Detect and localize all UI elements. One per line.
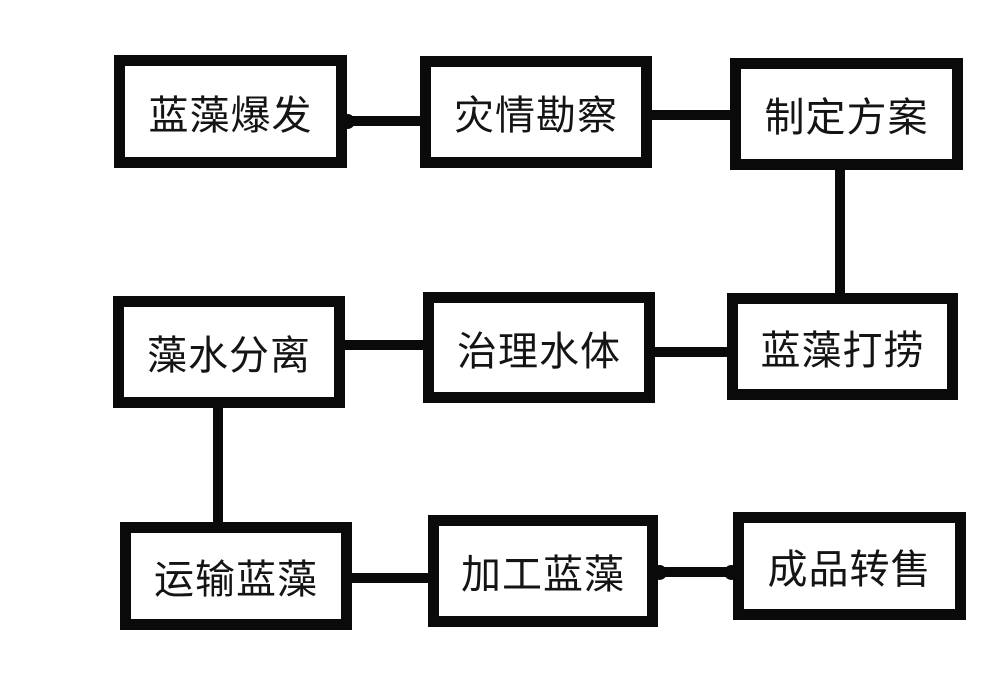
node-disaster-survey: 灾情勘察 — [420, 56, 652, 168]
node-label: 治理水体 — [457, 329, 621, 374]
node-label: 成品转售 — [767, 548, 932, 592]
edge-outbreak-to-survey — [340, 113, 422, 129]
node-resell-products: 成品转售 — [733, 512, 966, 620]
node-label: 蓝藻打捞 — [760, 328, 925, 373]
node-algae-water-separation: 藻水分离 — [113, 296, 345, 408]
node-algae-salvage: 蓝藻打捞 — [727, 293, 958, 400]
node-algae-outbreak: 蓝藻爆发 — [114, 55, 347, 168]
node-label: 加工蓝藻 — [461, 553, 625, 597]
edge-separate-to-transport — [213, 406, 223, 524]
edge-plan-to-salvage — [835, 168, 845, 295]
edge-process-to-resell — [652, 564, 739, 580]
node-treat-water-body: 治理水体 — [423, 292, 655, 403]
node-label: 藻水分离 — [147, 334, 311, 378]
edge-survey-to-plan — [650, 110, 732, 120]
node-label: 蓝藻爆发 — [148, 93, 313, 138]
node-label: 制定方案 — [764, 96, 929, 140]
edge-treat-to-separate — [343, 340, 425, 350]
node-label: 运输蓝藻 — [154, 558, 318, 602]
node-label: 灾情勘察 — [454, 94, 618, 138]
node-make-plan: 制定方案 — [730, 58, 963, 170]
edge-salvage-to-treat — [653, 347, 729, 357]
edge-transport-to-process — [350, 573, 430, 583]
node-process-algae: 加工蓝藻 — [428, 515, 658, 627]
node-transport-algae: 运输蓝藻 — [120, 522, 352, 630]
